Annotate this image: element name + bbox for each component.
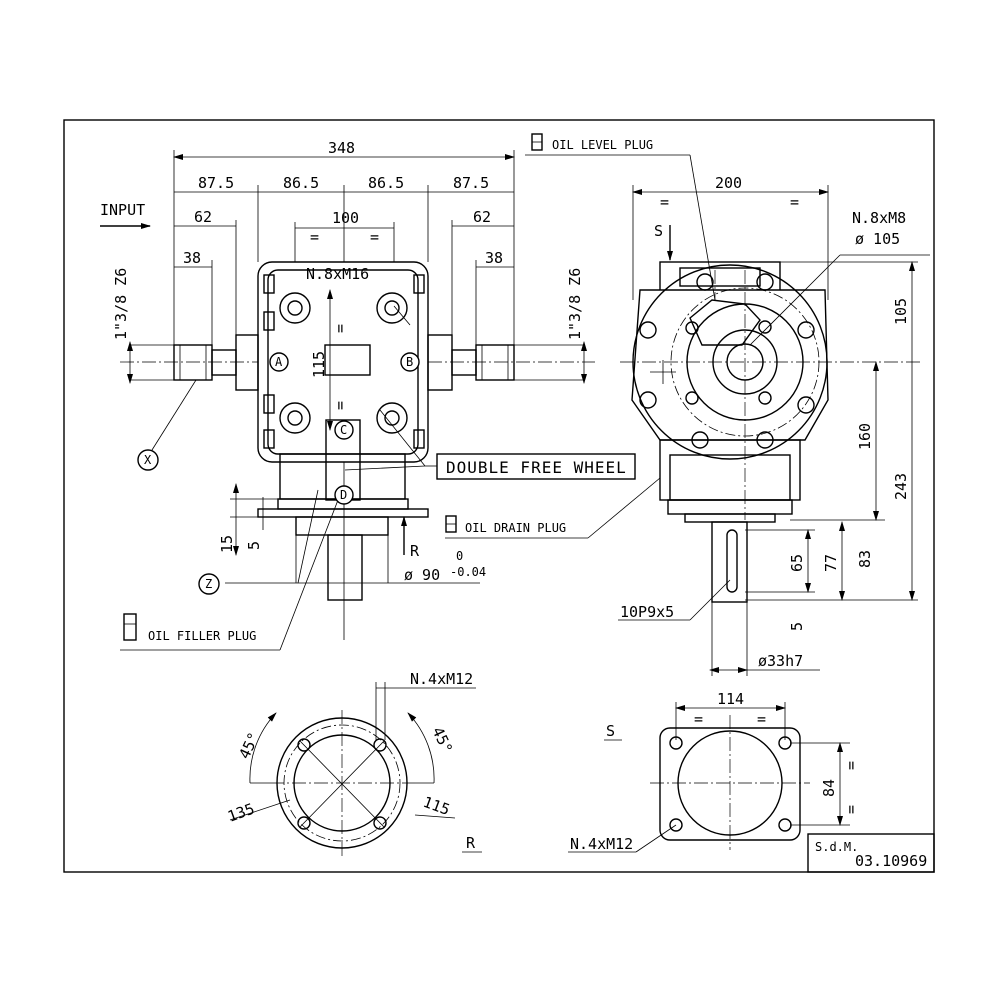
dim-center-height: 115 — [310, 351, 328, 378]
oil-level-plug-label: OIL LEVEL PLUG — [552, 138, 653, 152]
dim-eq: = — [790, 193, 799, 211]
dim-tol-lower: -0.04 — [450, 565, 486, 579]
dim-right-shaft: 62 — [473, 208, 491, 226]
dim-right-outer: 87.5 — [453, 174, 489, 192]
dim-left-shaft: 62 — [194, 208, 212, 226]
dim-eq: = — [757, 710, 766, 728]
company-name: S.d.M. — [815, 840, 858, 854]
point-c: C — [340, 423, 347, 437]
plug-icon — [123, 133, 543, 641]
dim-eq: = — [331, 324, 349, 333]
dim-left-inner: 86.5 — [283, 174, 319, 192]
shaft-spec-left: 1"3/8 Z6 — [112, 268, 130, 340]
callout-labels: INPUT OIL LEVEL PLUG OIL DRAIN PLUG OIL … — [100, 138, 663, 643]
angle-1: 45° — [235, 730, 263, 762]
dim-center-width: 100 — [332, 209, 359, 227]
top-holes: N.8xM16 — [306, 265, 369, 283]
dim-tol-upper: 0 — [456, 549, 463, 563]
drawing-number: 03.10969 — [855, 852, 927, 870]
arrow-s-label: S — [654, 222, 663, 240]
base-holes: N.4xM12 — [570, 835, 633, 853]
dim-diameter-90: ø 90 — [404, 566, 440, 584]
dim-side-160: 160 — [856, 423, 874, 450]
flange-holes: N.4xM12 — [410, 670, 473, 688]
dim-flange-5: 5 — [245, 541, 263, 550]
key-spec: 10P9x5 — [620, 603, 674, 621]
dim-eq: = — [660, 193, 669, 211]
dim-side-77: 77 — [822, 554, 840, 572]
double-free-wheel-label: DOUBLE FREE WHEEL — [446, 458, 627, 477]
point-x: X — [144, 453, 152, 467]
title-block-text: S.d.M. 03.10969 — [815, 840, 927, 870]
dim-left-outer: 87.5 — [198, 174, 234, 192]
drawing-frame — [63, 119, 935, 873]
view-s — [568, 702, 850, 853]
dim-side-65: 65 — [788, 554, 806, 572]
shaft-spec-right: 1"3/8 Z6 — [566, 268, 584, 340]
input-label: INPUT — [100, 201, 145, 219]
dim-overall: 348 — [328, 139, 355, 157]
dim-side-5: 5 — [788, 622, 806, 631]
dim-135: 135 — [225, 800, 257, 826]
dim-right-spline: 38 — [485, 249, 503, 267]
view-s-label: S — [606, 722, 615, 740]
dim-left-spline: 38 — [183, 249, 201, 267]
point-z: Z — [205, 577, 212, 591]
dim-height-84: 84 — [820, 779, 838, 797]
oil-drain-plug-label: OIL DRAIN PLUG — [465, 521, 566, 535]
point-d: D — [340, 488, 347, 502]
title-block — [807, 833, 935, 873]
bolt-dia: ø 105 — [855, 230, 900, 248]
shaft-dia: ø33h7 — [758, 652, 803, 670]
dim-right-inner: 86.5 — [368, 174, 404, 192]
bolt-circle: N.8xM8 — [852, 209, 906, 227]
dim-eq: = — [694, 710, 703, 728]
dimension-labels: 348 87.5 86.5 86.5 87.5 100 = = 62 62 38… — [112, 139, 910, 853]
dim-eq: = — [842, 761, 860, 770]
dim-side-243: 243 — [892, 473, 910, 500]
arrow-r-label: R — [410, 542, 420, 560]
view-r — [229, 682, 482, 856]
dim-side-83: 83 — [856, 550, 874, 568]
point-a: A — [275, 355, 283, 369]
dim-width-114: 114 — [717, 690, 744, 708]
oil-filler-plug-label: OIL FILLER PLUG — [148, 629, 256, 643]
front-view — [100, 150, 636, 651]
angle-2: 45° — [428, 724, 456, 756]
view-r-label: R — [466, 834, 476, 852]
dim-115: 115 — [421, 793, 453, 819]
dim-eq: = — [842, 805, 860, 814]
dim-flange-15: 15 — [218, 535, 236, 553]
dim-eq: = — [331, 401, 349, 410]
dim-eq: = — [370, 228, 379, 246]
dim-side-width: 200 — [715, 174, 742, 192]
point-b: B — [406, 355, 413, 369]
dim-side-105: 105 — [892, 298, 910, 325]
side-view — [445, 154, 930, 676]
dim-eq: = — [310, 228, 319, 246]
